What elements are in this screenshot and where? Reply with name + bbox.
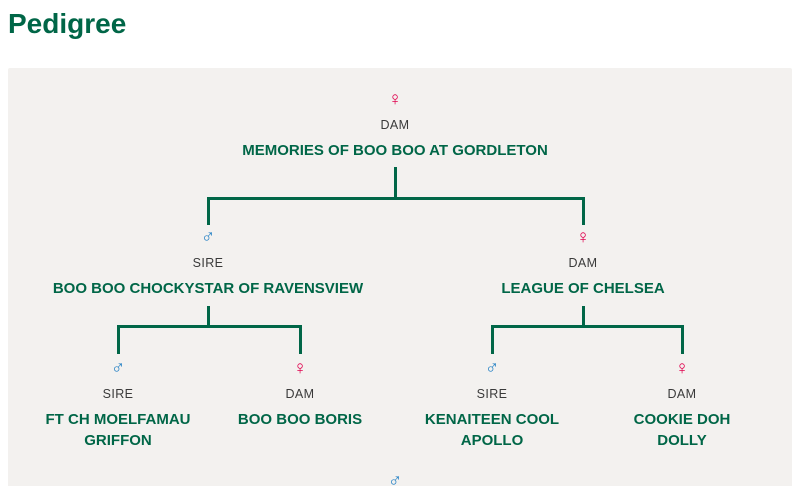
male-icon: ♂ [484, 358, 500, 379]
connector-line [581, 197, 585, 225]
role-label: SIRE [476, 387, 508, 401]
dog-name-dam-sire: KENAITEEN COOL APOLLO [424, 411, 560, 449]
dog-name-sire-sire: FT CH MOELFAMAU GRIFFON [45, 411, 191, 449]
connector-line [490, 325, 684, 328]
pedigree-node-sire: ♂ SIRE BOO BOO CHOCKYSTAR OF RAVENSVIEW [53, 228, 363, 299]
connector-line [116, 325, 302, 328]
role-label: DAM [667, 387, 697, 401]
connector-line [680, 325, 684, 354]
pedigree-node-dam-sire: ♂ SIRE KENAITEEN COOL APOLLO [407, 359, 577, 451]
female-icon: ♀ [387, 89, 403, 110]
connector-line [116, 325, 120, 354]
dog-name-dam-dam: COOKIE DOH DOLLY [633, 411, 731, 449]
pedigree-node-sire-sire: ♂ SIRE FT CH MOELFAMAU GRIFFON [33, 359, 203, 451]
dog-name-subject: MEMORIES OF BOO BOO AT GORDLETON [242, 142, 548, 159]
female-icon: ♀ [674, 358, 690, 379]
role-label: SIRE [102, 387, 134, 401]
page-title: Pedigree [8, 8, 127, 39]
connector-line [298, 325, 302, 354]
female-icon: ♀ [575, 227, 591, 248]
connector-line [206, 197, 585, 200]
male-icon: ♂ [110, 358, 126, 379]
pedigree-panel: ♀ DAM MEMORIES OF BOO BOO AT GORDLETON ♂… [8, 68, 792, 486]
dog-name-sire-dam: BOO BOO BORIS [237, 411, 363, 428]
dog-name-dam: LEAGUE OF CHELSEA [501, 280, 665, 297]
female-icon: ♀ [292, 358, 308, 379]
connector-line [490, 325, 494, 354]
pedigree-node-dam-dam: ♀ DAM COOKIE DOH DOLLY [627, 359, 737, 451]
pedigree-node-dam: ♀ DAM LEAGUE OF CHELSEA [501, 228, 664, 299]
male-icon: ♂ [387, 471, 403, 486]
connector-line [206, 197, 210, 225]
connector-line [581, 306, 585, 325]
pedigree-node-next-partial: ♂ [388, 472, 402, 486]
male-icon: ♂ [200, 227, 216, 248]
pedigree-node-subject: ♀ DAM MEMORIES OF BOO BOO AT GORDLETON [242, 90, 548, 161]
role-label: DAM [380, 118, 410, 132]
connector-line [206, 306, 210, 325]
role-label: DAM [568, 256, 598, 270]
role-label: SIRE [192, 256, 224, 270]
dog-name-sire: BOO BOO CHOCKYSTAR OF RAVENSVIEW [52, 280, 364, 297]
pedigree-node-sire-dam: ♀ DAM BOO BOO BORIS [238, 359, 362, 430]
connector-line [393, 167, 397, 197]
role-label: DAM [285, 387, 315, 401]
